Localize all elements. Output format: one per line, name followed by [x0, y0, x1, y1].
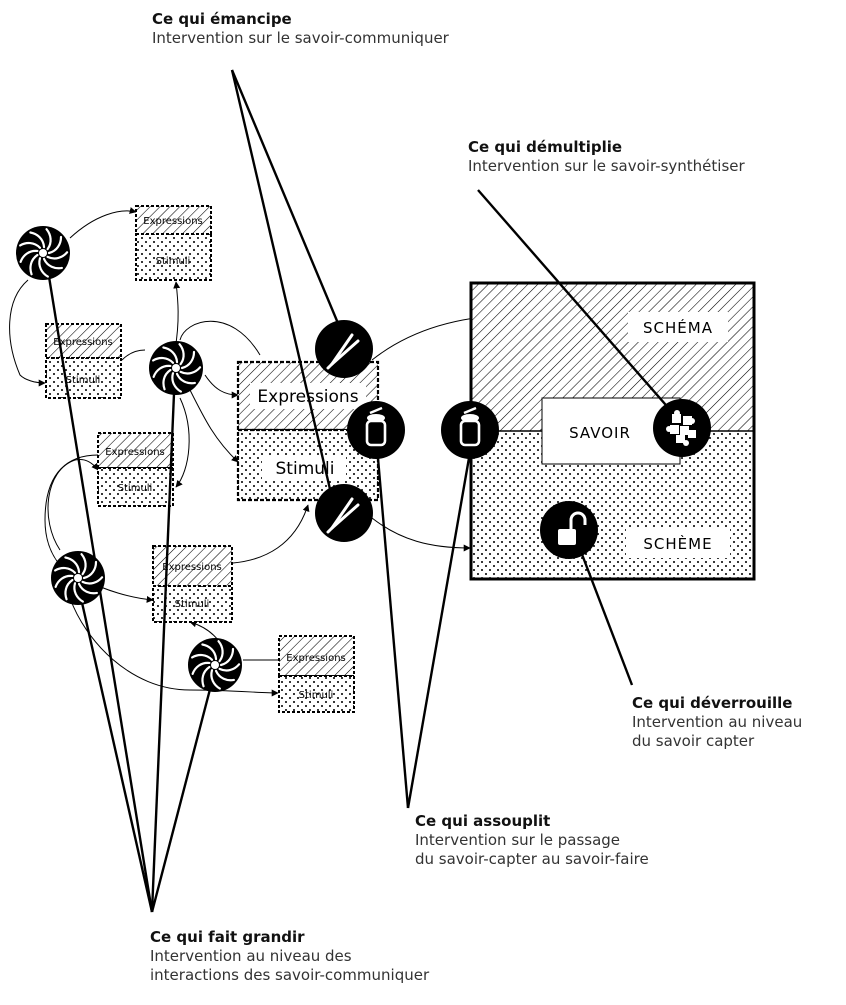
tweezers-icon [313, 482, 375, 544]
box-expressions-label: Expressions [143, 216, 203, 227]
tweezers-icon [313, 318, 375, 380]
annotation-demultiplie: Ce qui démultiplie Intervention sur le s… [468, 138, 745, 176]
annotation-text: interactions des savoir-communiquer [150, 966, 430, 985]
annotation-title: Ce qui fait grandir [150, 928, 305, 946]
annotation-text: Intervention sur le savoir-communiquer [152, 29, 449, 48]
unlocked-padlock-icon [538, 499, 600, 561]
annotation-title: Ce qui démultiplie [468, 138, 623, 156]
box-stimuli-label: Stimuli [66, 375, 101, 386]
annotation-deverrouille: Ce qui déverrouille Intervention au nive… [632, 694, 802, 752]
annotation-emancipe: Ce qui émancipe Intervention sur le savo… [152, 10, 449, 48]
spiral-icon [49, 549, 107, 607]
savoir-label: SAVOIR [569, 424, 631, 442]
annotation-text: du savoir-capter au savoir-faire [415, 850, 649, 869]
box-expressions-label: Expressions [105, 447, 165, 458]
box-stimuli-label: Stimuli [175, 599, 210, 610]
box-group-5: Expressions Stimuli [278, 635, 355, 713]
annotation-text: Intervention au niveau des [150, 947, 352, 966]
central-stimuli-label: Stimuli [276, 459, 335, 479]
spiral-icon [14, 224, 72, 282]
schema-label: SCHÉMA [643, 318, 713, 337]
annotation-text: Intervention sur le passage [415, 831, 621, 850]
spiral-icon [186, 636, 244, 694]
spiral-icon [147, 339, 205, 397]
pointer-lines [43, 69, 673, 913]
can-icon [345, 399, 407, 461]
annotation-fait-grandir: Ce qui fait grandir Intervention au nive… [150, 928, 429, 986]
annotation-text: du savoir capter [632, 732, 755, 751]
annotation-title: Ce qui émancipe [152, 10, 292, 28]
box-group-3: Expressions Stimuli [97, 432, 174, 507]
puzzle-icon [653, 399, 711, 457]
annotation-text: Intervention au niveau [632, 713, 803, 732]
box-expressions-label: Expressions [53, 337, 113, 348]
scheme-label: SCHÈME [643, 534, 712, 553]
box-stimuli-label: Stimuli [299, 690, 334, 701]
big-square: SCHÉMA SCHÈME SAVOIR [469, 281, 756, 581]
box-stimuli-label: Stimuli [118, 483, 153, 494]
annotation-title: Ce qui déverrouille [632, 694, 793, 712]
box-expressions-label: Expressions [286, 653, 346, 664]
annotation-title: Ce qui assouplit [415, 812, 551, 830]
box-group-1: Expressions Stimuli [135, 205, 212, 281]
can-icon [439, 399, 501, 461]
annotation-text: Intervention sur le savoir-synthétiser [468, 157, 745, 176]
box-expressions-label: Expressions [162, 562, 222, 573]
box-stimuli-label: Stimuli [156, 256, 191, 267]
annotation-assouplit: Ce qui assouplit Intervention sur le pas… [415, 812, 649, 870]
box-group-2: Expressions Stimuli [45, 323, 122, 399]
